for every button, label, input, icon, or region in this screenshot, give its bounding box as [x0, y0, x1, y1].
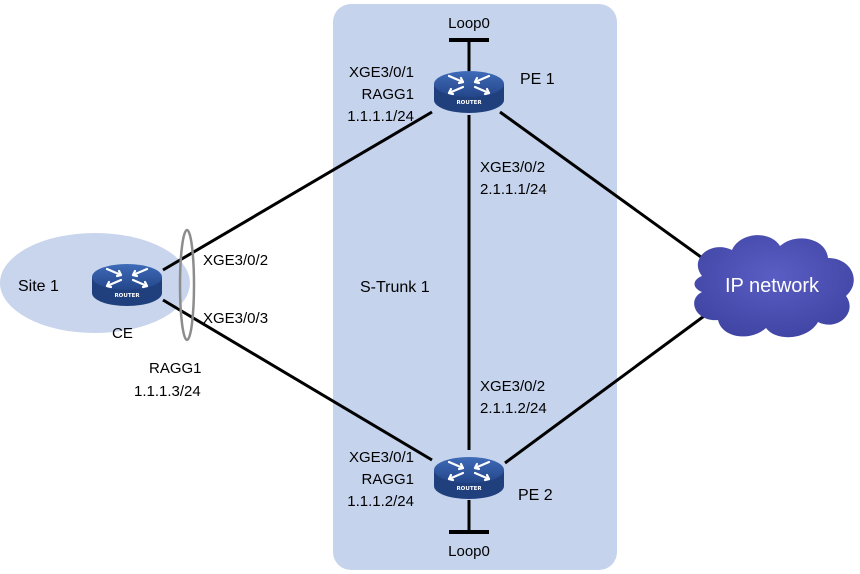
ce-router-badge: ROUTER: [114, 293, 140, 299]
pe1-router-icon[interactable]: ROUTER: [432, 69, 506, 115]
pe2-router-badge: ROUTER: [456, 486, 482, 492]
pe2-ip-ce-label: 1.1.1.2/24: [347, 493, 414, 510]
site-label: Site 1: [18, 278, 59, 295]
link-ce-pe1: [162, 110, 433, 272]
pe1-if-ce-label: XGE3/0/1: [349, 64, 414, 81]
pe2-if-ce-label: XGE3/0/1: [349, 449, 414, 466]
ce-ip-label: 1.1.1.3/24: [134, 383, 201, 400]
ce-name-label: CE: [112, 325, 133, 342]
pe1-ip-ce-label: 1.1.1.1/24: [347, 108, 414, 125]
strunk-label: S-Trunk 1: [360, 279, 430, 296]
ip-network-label: IP network: [725, 275, 820, 297]
pe2-ip-pe-label: 2.1.1.2/24: [480, 400, 547, 417]
pe2-name-label: PE 2: [518, 487, 553, 504]
ip-network-cloud-icon: [694, 235, 854, 338]
ce-if-bottom-label: XGE3/0/3: [203, 310, 268, 327]
pe1-name-label: PE 1: [520, 71, 555, 88]
pe1-ip-pe-label: 2.1.1.1/24: [480, 181, 547, 198]
pe1-router-badge: ROUTER: [456, 100, 482, 106]
link-ce-pe2: [162, 298, 433, 462]
aggregation-ring-icon: [178, 228, 196, 342]
pe1-loop-label: Loop0: [448, 15, 490, 32]
pe2-loop-label: Loop0: [448, 543, 490, 560]
link-pe2-cloud: [504, 306, 716, 465]
pe1-if-pe-label: XGE3/0/2: [480, 159, 545, 176]
pe2-if-pe-label: XGE3/0/2: [480, 378, 545, 395]
link-pe1-cloud: [499, 110, 713, 267]
pe2-router-icon[interactable]: ROUTER: [432, 455, 506, 501]
ce-ragg-label: RAGG1: [149, 360, 202, 377]
ce-router-icon[interactable]: ROUTER: [90, 262, 164, 308]
pe2-ragg-label: RAGG1: [361, 471, 414, 488]
pe1-ragg-label: RAGG1: [361, 86, 414, 103]
ce-if-top-label: XGE3/0/2: [203, 252, 268, 269]
